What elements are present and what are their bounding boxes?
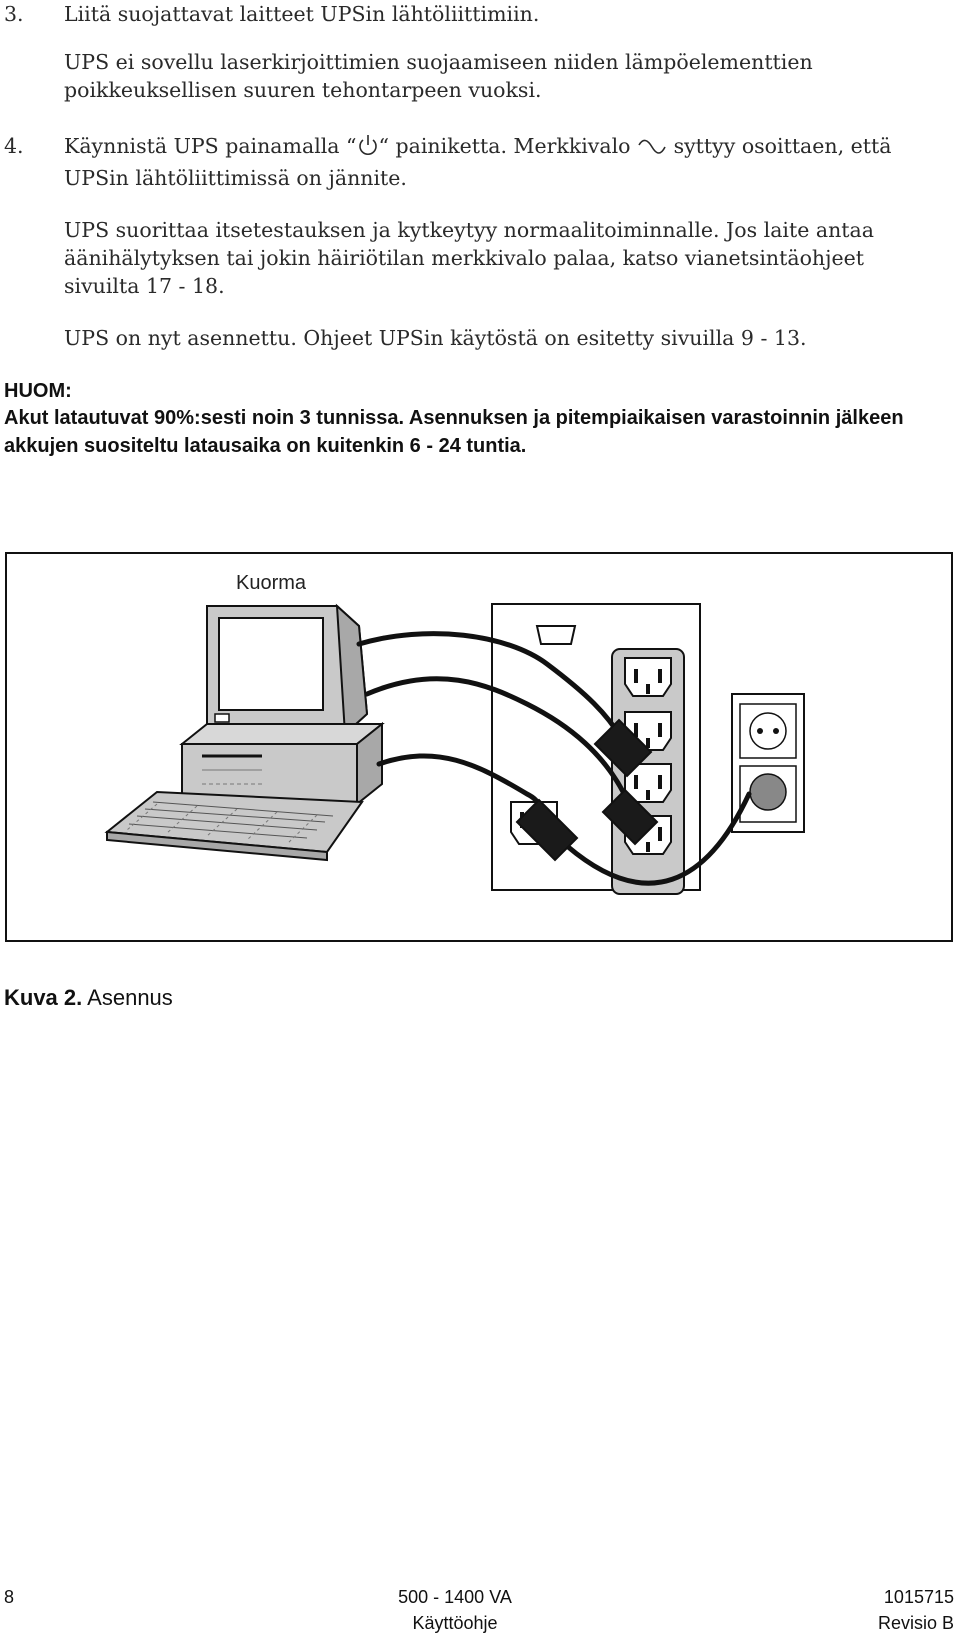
computer-case-icon [179, 721, 385, 807]
figure-caption: Kuva 2. Asennus [4, 985, 173, 1011]
note-heading: HUOM: [4, 380, 72, 402]
step-4-para-2: UPS on nyt asennettu. Ohjeet UPSin käytö… [64, 326, 807, 350]
footer-doc-number: 1015715 [883, 1587, 954, 1607]
serial-port-icon [535, 625, 577, 645]
power-icon [357, 133, 379, 164]
installation-figure: Kuorma [5, 552, 953, 942]
figure-caption-text: Asennus [87, 985, 173, 1010]
footer-doc-type: Käyttöohje [412, 1613, 498, 1633]
monitor-icon [206, 603, 369, 747]
step-3-text: Liitä suojattavat laitteet UPSin lähtöli… [64, 2, 540, 26]
note-text: Akut latautuvat 90%:sesti noin 3 tunniss… [4, 407, 904, 457]
output-outlet-1-icon [624, 657, 672, 697]
step-4-text: Käynnistä UPS painamalla “ “ painiketta. … [64, 132, 944, 192]
cable-plugs [515, 718, 659, 862]
footer-revision: Revisio B [877, 1613, 954, 1633]
step-4-number: 4. [4, 134, 24, 158]
step-4-text-middle: “ painiketta. Merkkivalo [378, 134, 631, 158]
step-4-para-1: UPS suorittaa itsetestauksen ja kytkeyty… [64, 218, 874, 298]
footer-page-number: 8 [4, 1587, 15, 1607]
step-3-note: UPS ei sovellu laserkirjoittimien suojaa… [64, 50, 813, 102]
sine-wave-icon [637, 136, 667, 164]
footer-model: 500 - 1400 VA [398, 1587, 512, 1607]
installation-illustration [104, 603, 805, 895]
step-4-text-after: syttyy osoittaen, että UPSin lähtöliitti… [64, 134, 892, 190]
step-3-number: 3. [4, 2, 24, 26]
load-label: Kuorma [236, 572, 307, 594]
step-4-text-before: Käynnistä UPS painamalla “ [64, 134, 357, 158]
figure-caption-label: Kuva 2. [4, 985, 83, 1010]
keyboard-icon [104, 790, 364, 862]
